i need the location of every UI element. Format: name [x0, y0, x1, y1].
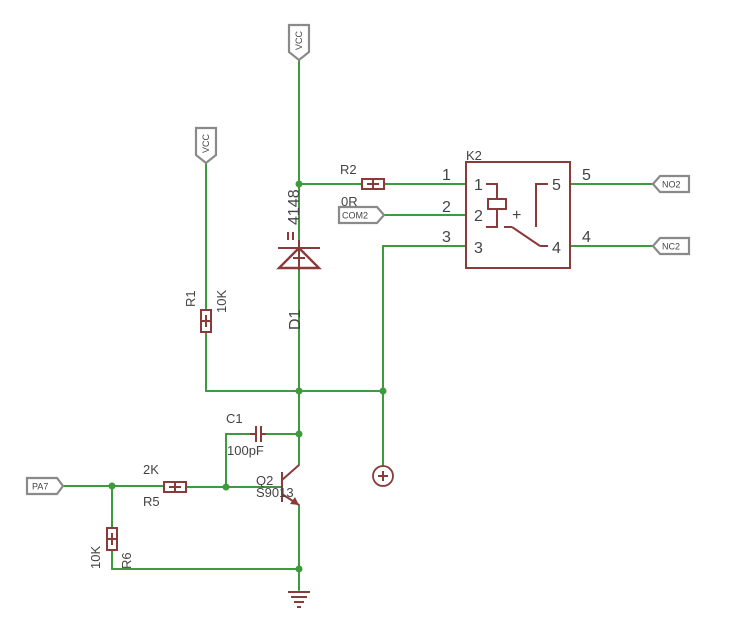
relay-pin-outside-5: 5 [582, 167, 591, 184]
k2-name-label: K2 [466, 148, 482, 163]
relay-pin-outside-2: 2 [442, 199, 451, 216]
relay-pin-inside-3: 3 [474, 240, 483, 257]
port-com2: COM2 [337, 205, 386, 225]
port-pa7: PA7 [25, 476, 65, 496]
port-no2: NO2 [651, 174, 691, 194]
c1-value-label: 100pF [227, 443, 264, 458]
d1-name-label: D1 [287, 309, 304, 330]
junction-dot [295, 387, 303, 395]
port-vcc-left: VCC [194, 126, 218, 165]
junction-dot [379, 387, 387, 395]
r5-name-label: R5 [143, 494, 160, 509]
port-vcc-top: VCC [287, 23, 311, 62]
port-nc2-label: NC2 [662, 242, 680, 252]
resistor-r6: 10K R6 [88, 527, 134, 569]
port-nc2: NC2 [651, 236, 691, 256]
relay-pin-inside-1: 1 [474, 177, 483, 194]
relay-coil-plus: + [512, 207, 521, 224]
ground-icon [288, 591, 310, 608]
diode-d1: 4148 D1 [276, 189, 322, 330]
port-com2-label: COM2 [342, 211, 368, 221]
junction-dot [295, 180, 303, 188]
wires [61, 59, 654, 591]
relay-pin-outside-4: 4 [582, 229, 591, 246]
q2-value-label: S9013 [256, 485, 294, 500]
relay-pin-inside-2: 2 [474, 208, 483, 225]
test-point-icon [372, 465, 394, 487]
r1-name-label: R1 [183, 290, 198, 307]
port-pa7-label: PA7 [32, 482, 48, 492]
c1-name-label: C1 [226, 411, 243, 426]
port-vcc-left-label: VCC [201, 133, 211, 153]
relay-pin-inside-5: 5 [552, 177, 561, 194]
resistor-r2: R2 0R [340, 162, 385, 209]
relay-pin-inside-4: 4 [552, 240, 561, 257]
r6-value-label: 10K [88, 546, 103, 569]
resistor-r5: 2K R5 [143, 462, 187, 509]
junction-dot [295, 565, 303, 573]
r5-value-label: 2K [143, 462, 159, 477]
junction-dot [295, 430, 303, 438]
relay-pin-outside-3: 3 [442, 229, 451, 246]
junction-dot [108, 482, 116, 490]
capacitor-c1: C1 100pF [226, 411, 266, 458]
r1-value-label: 10K [214, 290, 229, 313]
port-no2-label: NO2 [662, 180, 681, 190]
port-vcc-top-label: VCC [294, 30, 304, 50]
r2-value-label: 0R [341, 194, 358, 209]
junction-dot [222, 483, 230, 491]
relay-k2: K2 1 2 3 5 4 1 2 3 5 4 + [442, 148, 591, 269]
transistor-q2: Q2 S9013 [256, 464, 300, 506]
junctions [108, 180, 387, 573]
relay-pin-outside-1: 1 [442, 167, 451, 184]
q2-name-label: Q2 [256, 473, 273, 488]
resistor-r1: R1 10K [183, 290, 229, 333]
r2-name-label: R2 [340, 162, 357, 177]
r6-name-label: R6 [119, 552, 134, 569]
d1-value-label: 4148 [286, 189, 303, 225]
